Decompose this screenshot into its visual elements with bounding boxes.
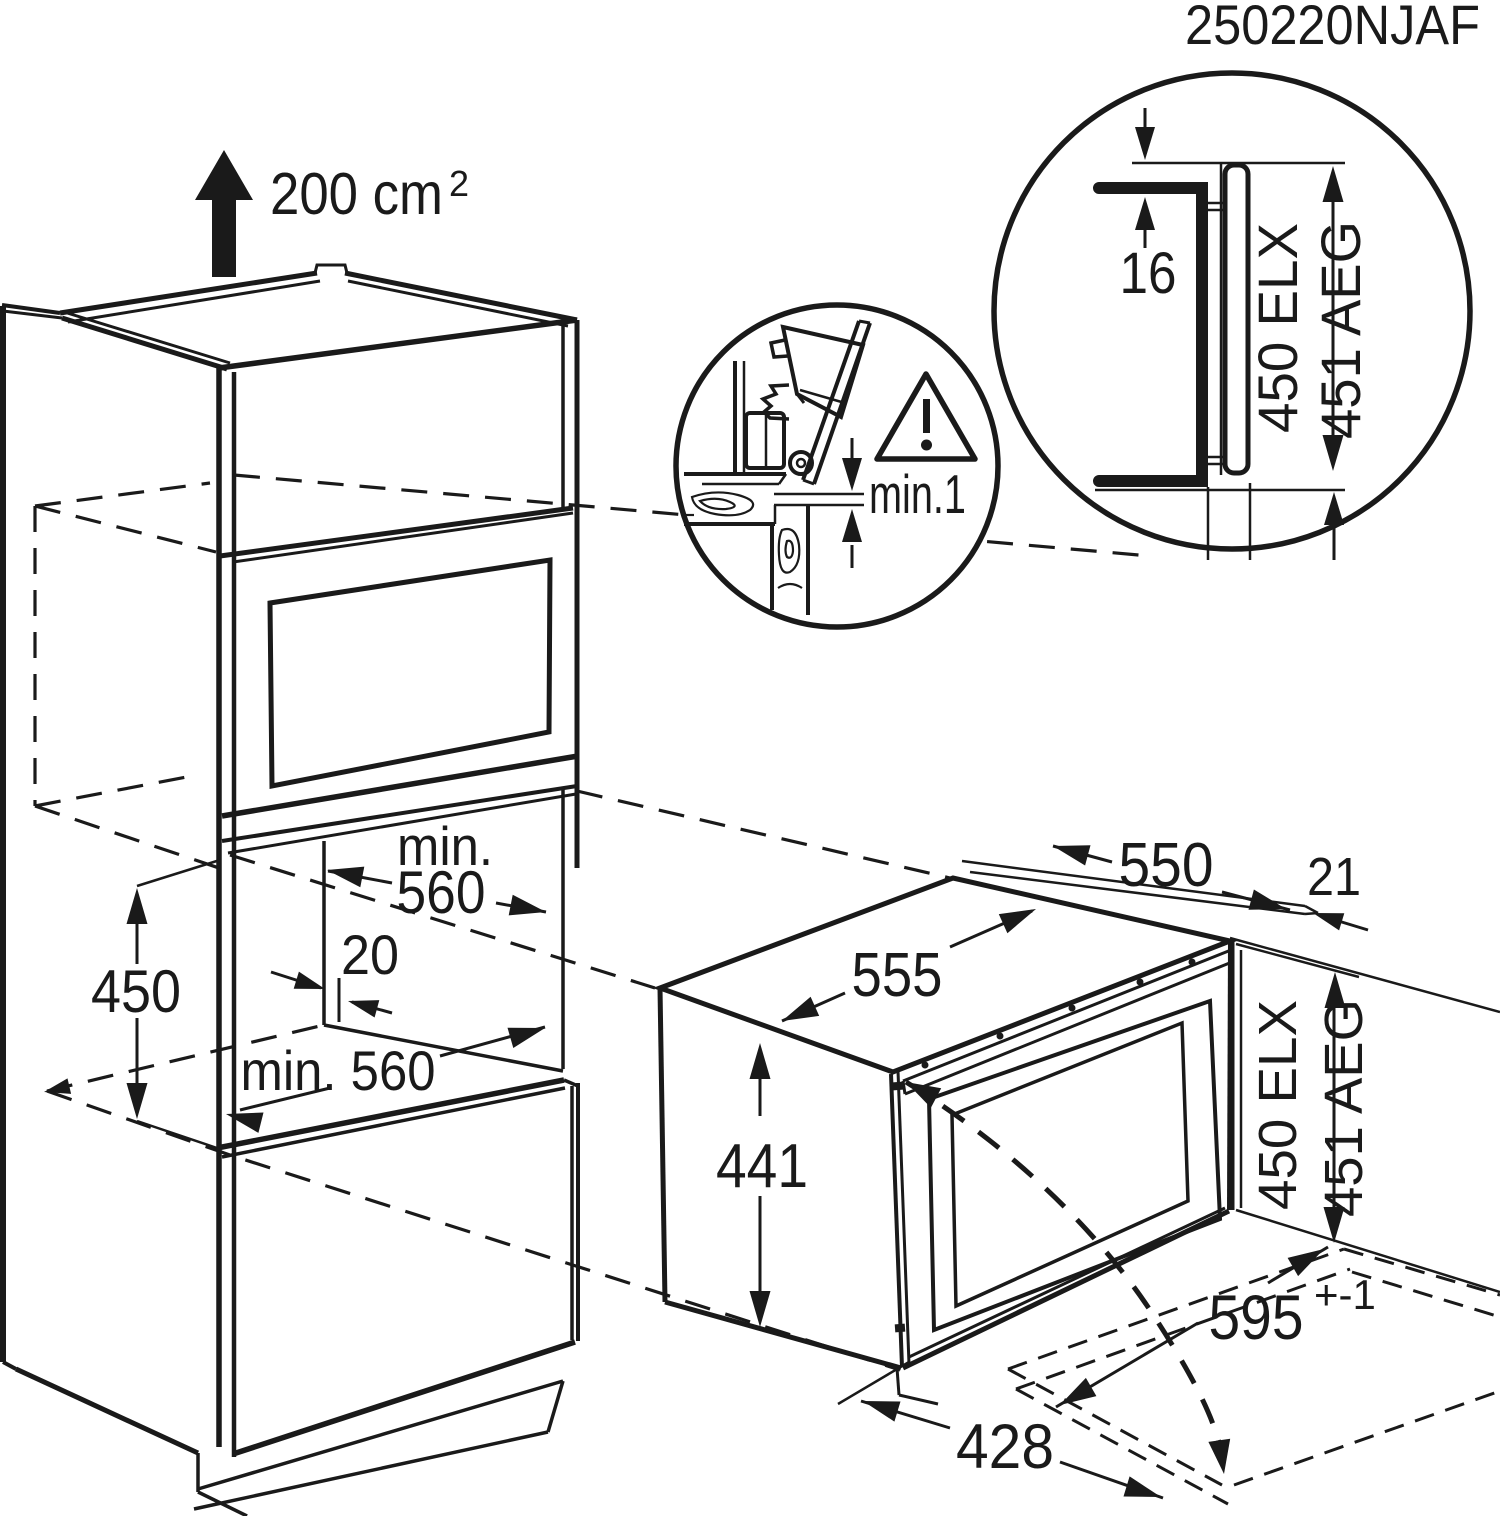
svg-text:450 ELX: 450 ELX: [1248, 1000, 1308, 1210]
svg-text:16: 16: [1120, 241, 1177, 306]
svg-text:450 ELX: 450 ELX: [1246, 223, 1309, 433]
svg-text:250220NJAF: 250220NJAF: [1185, 0, 1480, 56]
svg-text:555: 555: [852, 941, 943, 1010]
svg-text:550: 550: [1119, 831, 1214, 900]
svg-text:451 AEG: 451 AEG: [1309, 221, 1372, 439]
svg-text:min.: min.: [397, 815, 493, 877]
svg-text:200 cm: 200 cm: [270, 161, 443, 227]
svg-text:21: 21: [1307, 847, 1361, 907]
svg-text:428: 428: [956, 1412, 1054, 1482]
svg-text:+-1: +-1: [1314, 1271, 1376, 1318]
svg-text:min.1: min.1: [869, 463, 966, 525]
svg-text:2: 2: [449, 163, 469, 204]
svg-text:560: 560: [397, 859, 486, 926]
svg-text:441: 441: [716, 1132, 808, 1201]
svg-text:595: 595: [1209, 1283, 1304, 1353]
svg-text:min. 560: min. 560: [241, 1039, 436, 1102]
svg-text:451 AEG: 451 AEG: [1314, 999, 1374, 1217]
svg-text:20: 20: [341, 923, 399, 986]
svg-text:450: 450: [91, 958, 181, 1025]
